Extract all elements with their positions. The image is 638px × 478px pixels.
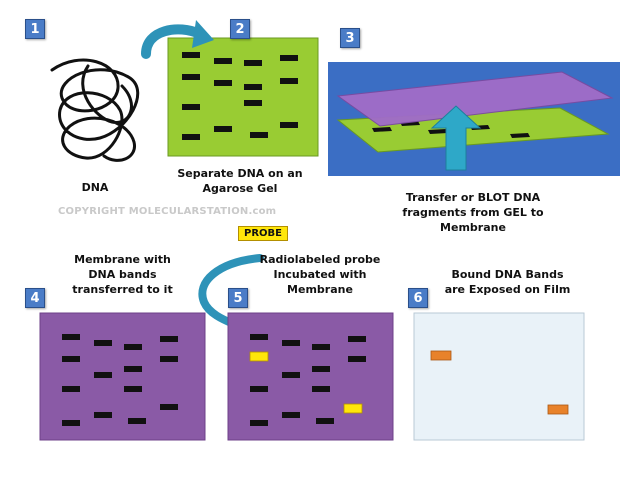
band xyxy=(128,418,146,424)
caption-step-2: Separate DNA on an Agarose Gel xyxy=(177,167,303,195)
band xyxy=(124,386,142,392)
band xyxy=(160,356,178,362)
membrane4-bands xyxy=(62,334,178,426)
band xyxy=(348,336,366,342)
caption-step-6: Bound DNA Bands are Exposed on Film xyxy=(444,268,571,296)
gel-band xyxy=(372,127,392,132)
gel-band xyxy=(182,52,200,58)
band xyxy=(316,418,334,424)
band xyxy=(312,366,330,372)
gel-band xyxy=(182,104,200,110)
step-badge-1: 1 xyxy=(25,19,45,39)
film-band xyxy=(547,404,569,415)
membrane-sheet xyxy=(336,71,614,127)
up-arrow-icon xyxy=(430,105,482,171)
step-badge-6: 6 xyxy=(408,288,428,308)
band xyxy=(62,356,80,362)
caption-step-1: DNA xyxy=(81,181,109,194)
step-badge-2: 2 xyxy=(230,19,250,39)
band xyxy=(62,334,80,340)
gel-band xyxy=(244,100,262,106)
band xyxy=(250,386,268,392)
gel-band xyxy=(182,134,200,140)
gel-band xyxy=(244,84,262,90)
probe-label: PROBE xyxy=(238,226,288,241)
band xyxy=(160,336,178,342)
band xyxy=(312,386,330,392)
curved-arrow-icon xyxy=(141,20,214,59)
band xyxy=(282,412,300,418)
gel-band xyxy=(280,55,298,61)
caption-step-3: Transfer or BLOT DNA fragments from GEL … xyxy=(402,191,544,234)
gel-band xyxy=(214,58,232,64)
step-badge-4: 4 xyxy=(25,288,45,308)
gel-band xyxy=(244,60,262,66)
film-panel xyxy=(413,312,585,441)
band xyxy=(94,372,112,378)
dna-strand-icon xyxy=(50,58,140,162)
gel-bands xyxy=(182,52,298,140)
gel-band xyxy=(280,78,298,84)
band xyxy=(94,340,112,346)
band xyxy=(62,420,80,426)
gel-band xyxy=(280,122,298,128)
step-badge-5: 5 xyxy=(228,288,248,308)
band xyxy=(124,366,142,372)
gel-band xyxy=(510,133,530,138)
gel-band xyxy=(214,80,232,86)
caption-step-4: Membrane with DNA bands transferred to i… xyxy=(72,253,173,296)
gel-band xyxy=(250,132,268,138)
probe-band xyxy=(343,403,363,414)
band xyxy=(124,344,142,350)
band xyxy=(282,340,300,346)
band xyxy=(250,334,268,340)
film-band xyxy=(430,350,452,361)
gel-band xyxy=(428,129,448,134)
gel-band xyxy=(182,74,200,80)
gel-band xyxy=(214,126,232,132)
membrane5-bands xyxy=(249,334,366,426)
probe-band xyxy=(249,351,269,362)
band xyxy=(282,372,300,378)
band xyxy=(250,420,268,426)
band xyxy=(94,412,112,418)
band xyxy=(62,386,80,392)
copyright-text: COPYRIGHT MOLECULARSTATION.com xyxy=(58,206,277,217)
caption-step-5: Radiolabeled probe Incubated with Membra… xyxy=(259,253,381,296)
band xyxy=(312,344,330,350)
band xyxy=(348,356,366,362)
band xyxy=(160,404,178,410)
step-badge-3: 3 xyxy=(340,28,360,48)
